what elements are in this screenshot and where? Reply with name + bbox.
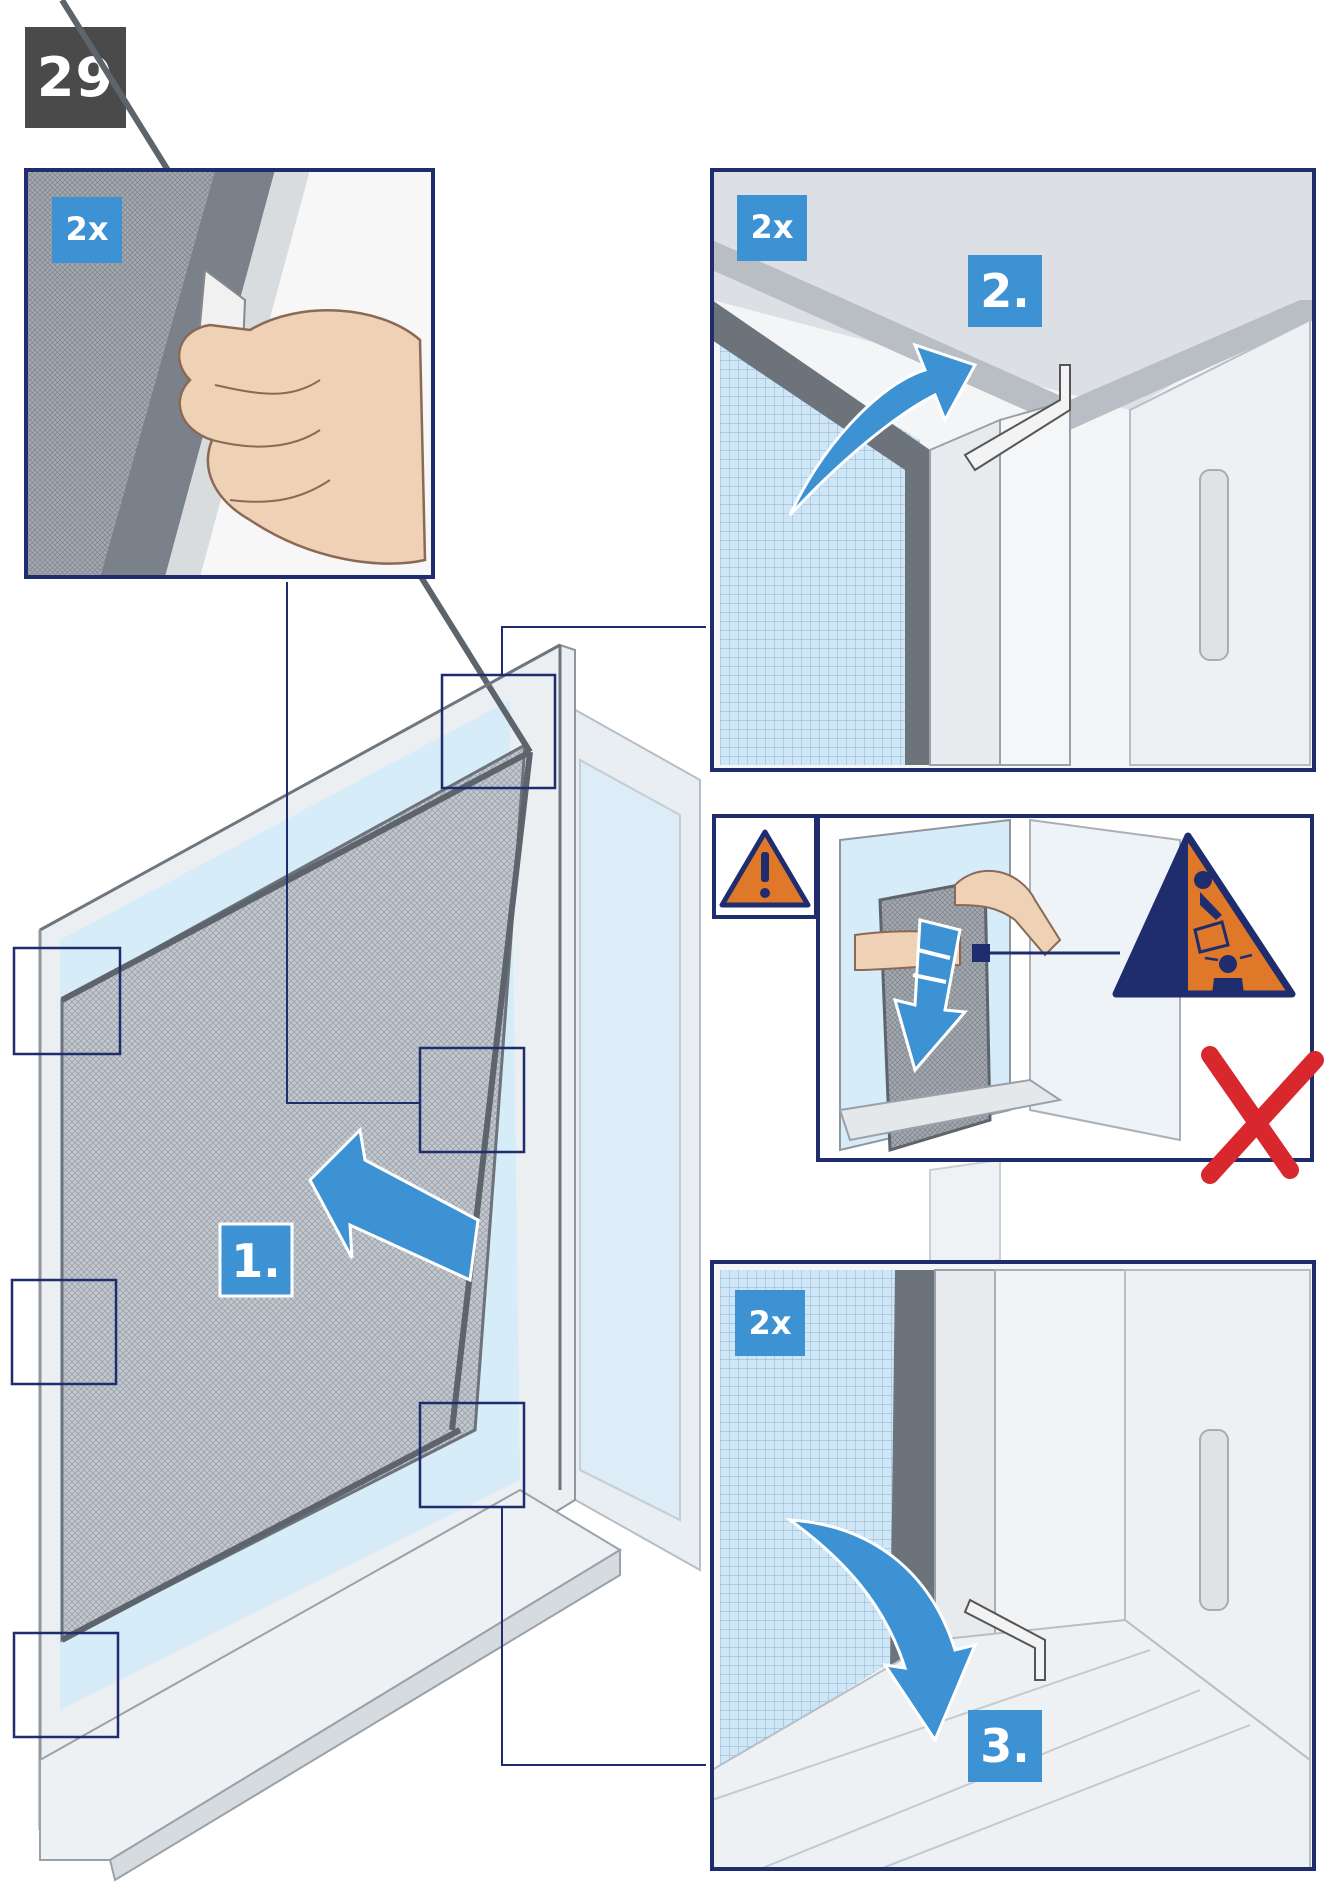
arrow-down-striped-icon: [892, 918, 969, 1074]
panel-warning: [712, 814, 1324, 1184]
repeat-badge-bottom-right: [735, 1290, 805, 1356]
main-window-scene: [38, 0, 1001, 1882]
callout-boxes: [10, 673, 557, 1739]
repeat-badge-top-right: [737, 195, 807, 261]
svg-text:1.: 1.: [231, 1234, 280, 1288]
svg-text:2.: 2.: [980, 264, 1029, 318]
panel-pull-tab: 2x: [24, 168, 435, 579]
warning-icon: [719, 829, 811, 908]
leader-lines: [286, 582, 706, 1766]
step-3-badge: 3.: [968, 1710, 1042, 1782]
repeat-label-bottom-right: 2x: [749, 1304, 792, 1342]
svg-text:3.: 3.: [980, 1719, 1029, 1773]
step-2-badge: 2.: [968, 255, 1042, 327]
repeat-badge-top-left: [52, 197, 122, 263]
panel-step-3: 2x: [710, 1260, 1316, 1871]
falling-object-hazard-icon: [1112, 832, 1296, 998]
repeat-label-top-left: 2x: [66, 210, 109, 248]
step-1-badge: 1.: [218, 1222, 294, 1298]
repeat-label-top-right: 2x: [751, 208, 794, 246]
wrong-x-icon: [1201, 1046, 1324, 1184]
